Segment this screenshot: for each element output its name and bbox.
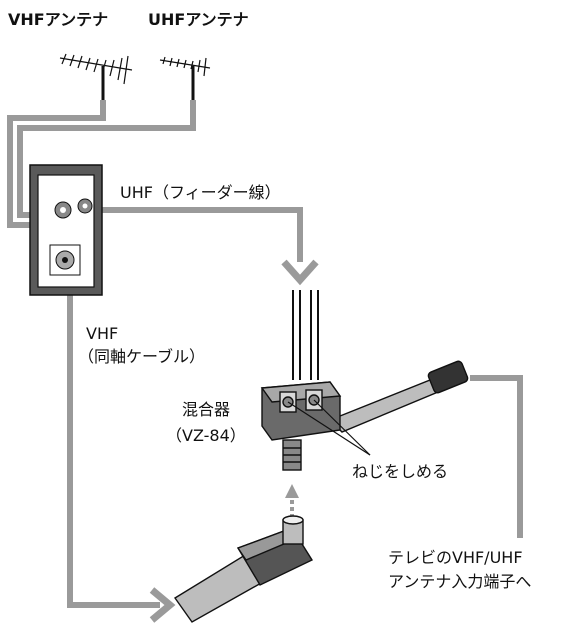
coax-plug [173,515,314,623]
vhf-coax-label-1: VHF [86,324,119,343]
uhf-antenna-icon [159,56,211,100]
vhf-antenna-label: VHFアンテナ [8,10,109,29]
arrow-down-chevron [281,259,319,286]
vhf-coax-label-2: （同軸ケーブル） [78,347,206,366]
feeder-terminal-icon [54,198,93,219]
arrow-right-chevron [149,587,176,623]
uhf-antenna-lead [17,100,196,218]
tv-input-label-1: テレビのVHF/UHF [388,548,523,567]
insert-arrow [285,484,299,525]
tv-input-route [470,375,523,538]
uhf-feeder-label: UHF（フィーダー線） [120,183,281,202]
mixer-label-1: 混合器 [182,400,231,419]
mixer-label-2: （VZ-84） [166,426,246,445]
uhf-feeder-route [100,207,319,286]
vhf-antenna-lead [7,100,106,228]
tv-input-label-2: アンテナ入力端子へ [388,572,532,591]
coax-terminal-icon [49,244,81,276]
vhf-coax-route [67,290,176,623]
uhf-antenna-label: UHFアンテナ [148,10,249,29]
mixer-device [260,290,469,471]
screw-label: ねじをしめる [352,462,449,481]
wall-outlet-plate [29,164,103,296]
vhf-antenna-icon [59,53,133,100]
screw-pointer-lines [287,399,371,456]
